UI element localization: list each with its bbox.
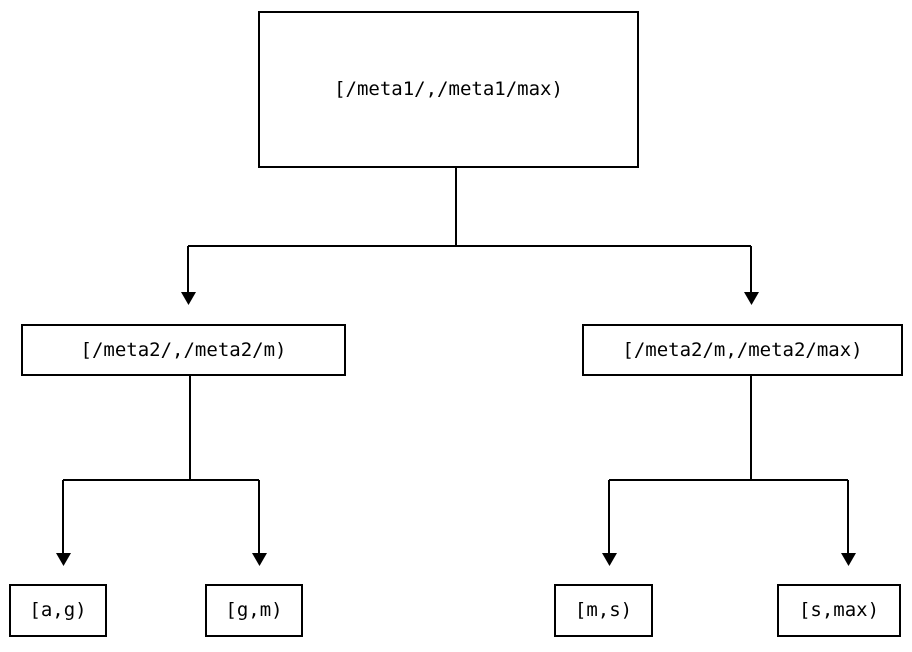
node-leaf-3-label: [m,s) [574, 599, 633, 621]
node-leaf-3[interactable]: [m,s) [554, 584, 653, 637]
node-root[interactable]: [/meta1/,/meta1/max) [258, 11, 639, 168]
node-leaf-2-label: [g,m) [225, 599, 283, 621]
arrow-head-leaf3 [602, 553, 617, 566]
node-leaf-2[interactable]: [g,m) [205, 584, 303, 637]
node-leaf-1-label: [a,g) [29, 599, 87, 621]
arrow-head-leaf2 [252, 553, 267, 566]
arrow-head-leaf4 [841, 553, 856, 566]
node-mid-left[interactable]: [/meta2/,/meta2/m) [21, 324, 346, 376]
node-mid-right-label: [/meta2/m,/meta2/max) [622, 338, 863, 361]
arrow-head-mid-left [181, 292, 196, 305]
node-root-label: [/meta1/,/meta1/max) [334, 78, 563, 100]
node-mid-right[interactable]: [/meta2/m,/meta2/max) [582, 324, 903, 376]
node-leaf-4-label: [s,max) [798, 599, 880, 621]
arrow-head-mid-right [744, 292, 759, 305]
node-leaf-4[interactable]: [s,max) [777, 584, 901, 637]
node-leaf-1[interactable]: [a,g) [9, 584, 107, 637]
node-mid-left-label: [/meta2/,/meta2/m) [80, 338, 287, 361]
arrow-head-leaf1 [56, 553, 71, 566]
